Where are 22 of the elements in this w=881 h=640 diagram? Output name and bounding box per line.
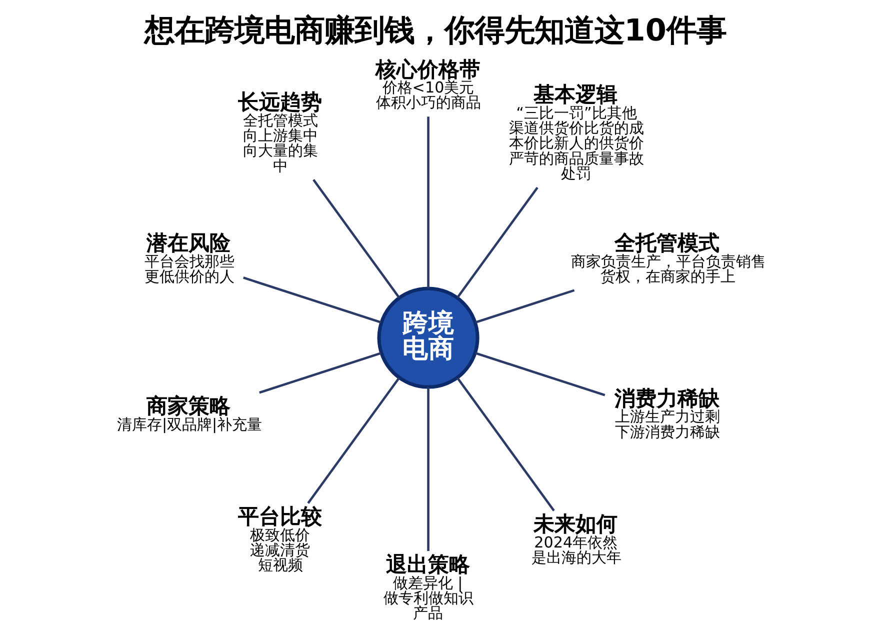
connector	[456, 186, 538, 298]
node-circle: 跨境电商	[377, 286, 480, 389]
node-text: 消费力稀缺 上游生产力过剩下游消费力稀缺	[614, 386, 720, 441]
diagram-title: 想在跨境电商赚到钱，你得先知道这10件事	[144, 14, 726, 49]
node-text: 长远趋势 全托管模式向上游集中向大量的集中	[238, 90, 322, 175]
connector	[259, 352, 382, 394]
node-text: 平台比较 极致低价递减清货短视频	[238, 504, 322, 574]
connector	[243, 276, 382, 324]
connector	[456, 377, 555, 512]
connector	[427, 387, 430, 552]
node-text: 全托管模式 商家负责生产，平台负责销售货权，在商家的手上	[570, 231, 766, 286]
node-text: 基本逻辑 “三比一罚”比其他渠道供货价比货的成本价比新人的供货价严苛的商品质量事故处罚	[509, 82, 644, 182]
node-text: 核心价格带 价格<10美元体积小巧的商品	[375, 57, 481, 112]
connector	[427, 116, 430, 288]
node-text: 未来如何 2024年依然是出海的大年	[531, 512, 622, 567]
node-text: 潜在风险 平台会找那些更低供价的人	[144, 231, 234, 286]
connector	[475, 289, 575, 324]
node-text: 商家策略 清库存|双品牌|补充量	[116, 394, 262, 434]
connector	[307, 377, 400, 504]
node-text: 退出策略 做差异化 |做专利做知识产品	[383, 552, 474, 622]
connector	[475, 352, 606, 396]
connector	[312, 179, 400, 298]
